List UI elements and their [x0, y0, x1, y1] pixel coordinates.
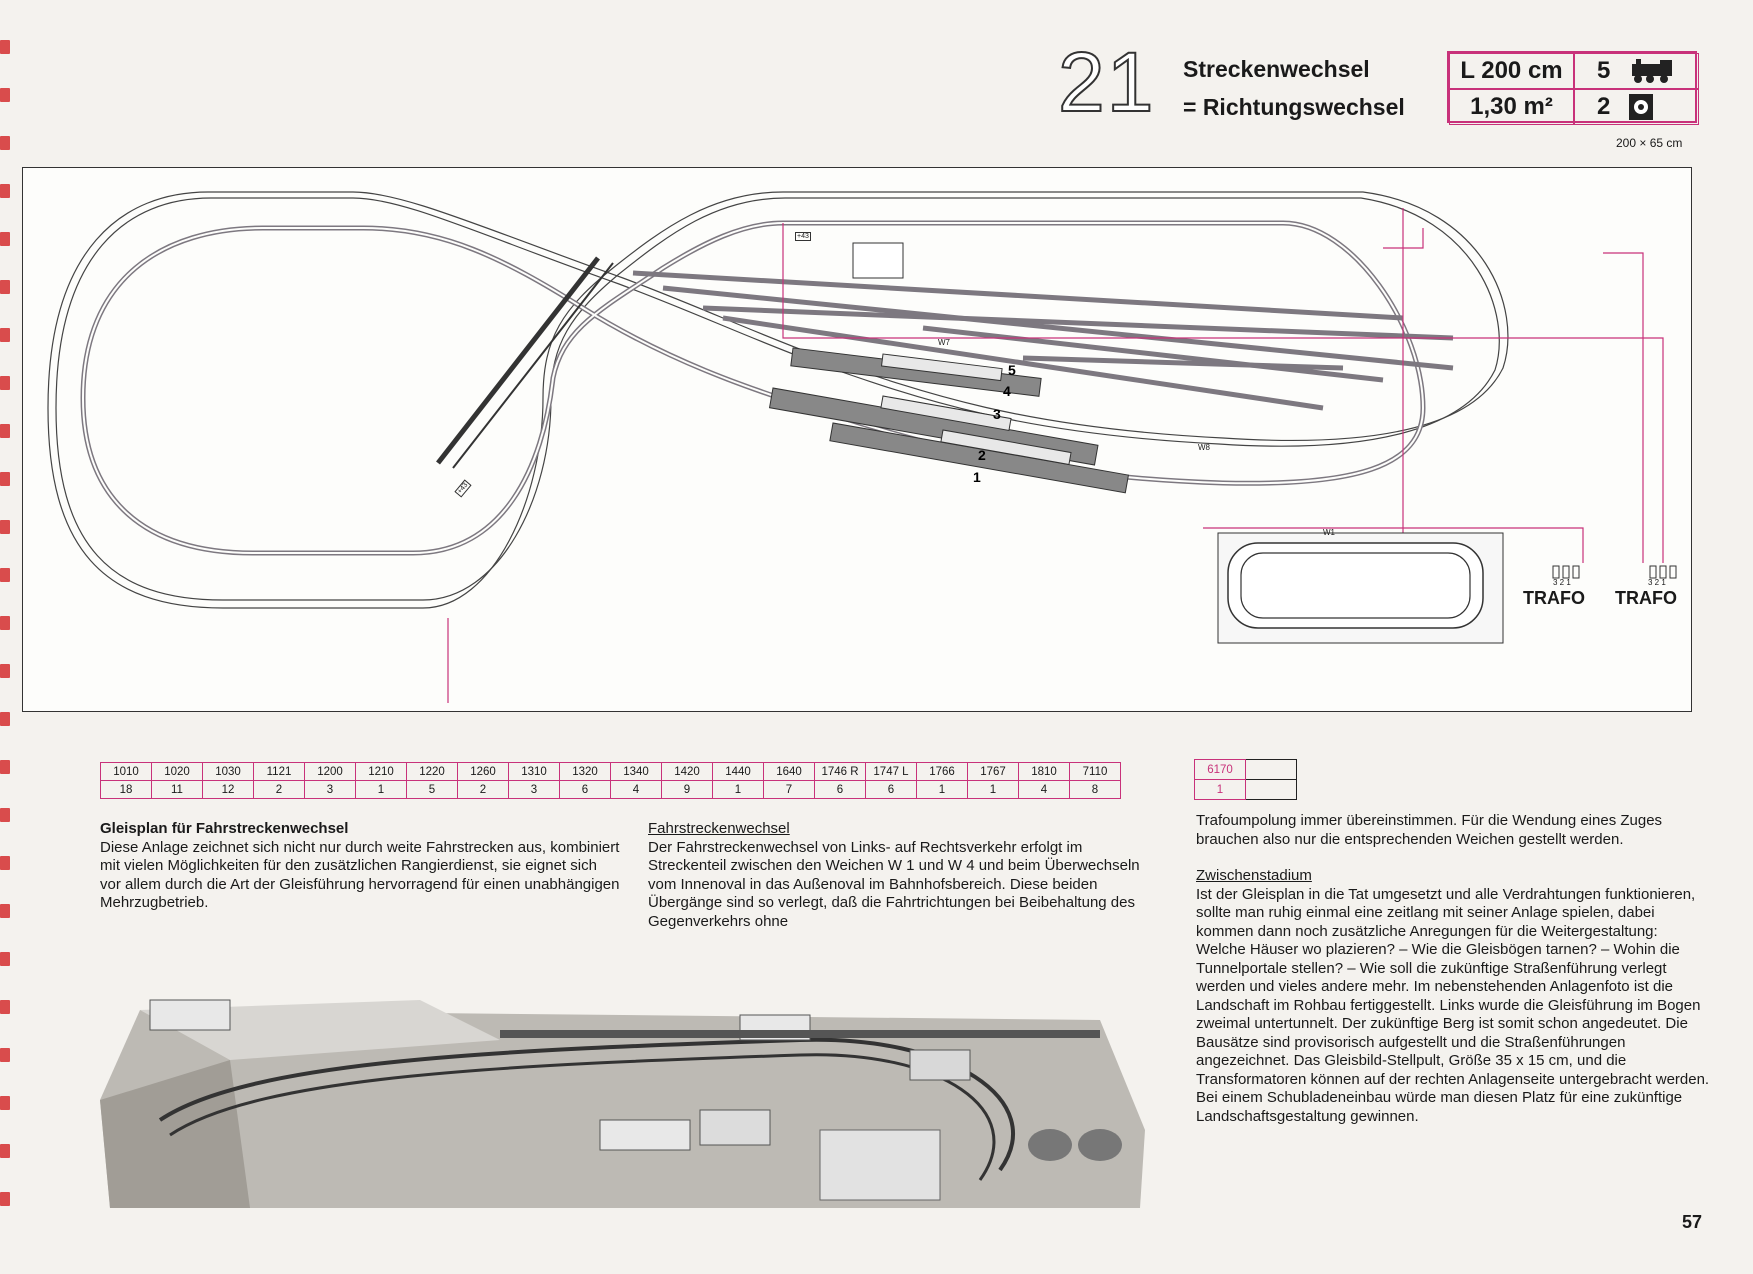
- count-cell: 7: [763, 780, 815, 799]
- trafo-label-2: TRAFO: [1615, 588, 1677, 608]
- svg-text:5: 5: [1008, 362, 1016, 378]
- transformer-icon: [1629, 94, 1654, 120]
- svg-text:4: 4: [1003, 383, 1011, 399]
- track-plan: .outer{fill:none;stroke:#444;stroke-widt…: [22, 167, 1692, 712]
- count-cell: 1: [712, 780, 764, 799]
- spec-transformers-count: 2: [1597, 93, 1611, 120]
- part-cell: 1766: [916, 762, 968, 781]
- parts-table: 1010 1020 1030 1121 1200 1210 1220 1260 …: [100, 762, 1121, 799]
- wire-numbers-2: 3 2 1: [1648, 578, 1666, 587]
- spec-transformers: 2: [1574, 89, 1699, 125]
- part-cell: 1020: [151, 762, 203, 781]
- count-cell: 18: [100, 780, 152, 799]
- col1-text: Diese Anlage zeichnet sich nicht nur dur…: [100, 838, 620, 912]
- part-cell: 1810: [1018, 762, 1070, 781]
- page-number: 57: [1682, 1212, 1703, 1232]
- part-cell: 1746 R: [814, 762, 866, 781]
- title-line-2: = Richtungswechsel: [1183, 94, 1405, 120]
- count-cell: 4: [610, 780, 662, 799]
- col2-text: Der Fahrstreckenwechsel von Links- auf R…: [648, 838, 1140, 930]
- part-cell: 1767: [967, 762, 1019, 781]
- col1-heading: Gleisplan für Fahrstreckenwechsel: [100, 820, 349, 837]
- count-cell: 1: [916, 780, 968, 799]
- switch-label-w8: W8: [1198, 443, 1210, 452]
- count-cell: 8: [1069, 780, 1121, 799]
- part-cell: 1340: [610, 762, 662, 781]
- trafo-label-1: TRAFO: [1523, 588, 1585, 608]
- svg-text:2: 2: [978, 447, 986, 463]
- svg-text:3: 3: [993, 406, 1001, 422]
- col3-heading: Zwischenstadium: [1196, 867, 1312, 884]
- col2-heading: Fahrstreckenwechsel: [648, 820, 790, 837]
- marker-1: +43: [795, 232, 811, 241]
- col3-text1: Trafoumpolung immer übereinstimmen. Für …: [1196, 812, 1663, 848]
- part-cell-empty: [1245, 759, 1297, 780]
- count-cell: 3: [508, 780, 560, 799]
- part-cell: 1220: [406, 762, 458, 781]
- count-cell: 9: [661, 780, 713, 799]
- count-cell: 2: [457, 780, 509, 799]
- count-cell: 11: [151, 780, 203, 799]
- part-cell: 1310: [508, 762, 560, 781]
- part-cell: 1640: [763, 762, 815, 781]
- wire-numbers-1: 3 2 1: [1553, 578, 1571, 587]
- parts-row-items: 1010 1020 1030 1121 1200 1210 1220 1260 …: [100, 762, 1121, 781]
- part-cell: 7110: [1069, 762, 1121, 781]
- count-cell: 2: [253, 780, 305, 799]
- part-cell: 1747 L: [865, 762, 917, 781]
- locomotive-icon: [1632, 59, 1673, 83]
- switch-label-w7: W7: [938, 338, 950, 347]
- text-column-1: Gleisplan für Fahrstreckenwechsel Diese …: [100, 820, 620, 913]
- spec-length: L 200 cm: [1449, 53, 1574, 89]
- part-cell: 1030: [202, 762, 254, 781]
- count-cell: 6: [814, 780, 866, 799]
- count-cell: 6: [559, 780, 611, 799]
- spec-locomotives-count: 5: [1597, 57, 1611, 84]
- layout-photo: [100, 980, 1145, 1208]
- part-cell: 1420: [661, 762, 713, 781]
- parts-table-2: 6170 1: [1194, 759, 1297, 800]
- count-cell: 1: [967, 780, 1019, 799]
- count-cell-empty: [1245, 779, 1297, 800]
- count-cell: 3: [304, 780, 356, 799]
- count-cell: 6: [865, 780, 917, 799]
- title-line-1: Streckenwechsel: [1183, 56, 1370, 82]
- part-cell: 1440: [712, 762, 764, 781]
- spec-area: 1,30 m²: [1449, 89, 1574, 125]
- count-cell: 1: [1194, 779, 1246, 800]
- spec-locomotives: 5: [1574, 53, 1699, 89]
- part-cell: 1200: [304, 762, 356, 781]
- text-column-3: Trafoumpolung immer übereinstimmen. Für …: [1196, 812, 1710, 1126]
- svg-text:1: 1: [973, 469, 981, 485]
- part-cell: 1121: [253, 762, 305, 781]
- binding-spine: [0, 0, 14, 1274]
- text-column-2: Fahrstreckenwechsel Der Fahrstreckenwech…: [648, 820, 1162, 931]
- parts-row-counts: 18 11 12 2 3 1 5 2 3 6 4 9 1 7 6 6 1 1 4…: [100, 780, 1121, 799]
- count-cell: 5: [406, 780, 458, 799]
- part-cell: 1320: [559, 762, 611, 781]
- dimensions-label: 200 × 65 cm: [1616, 136, 1683, 150]
- part-cell: 1210: [355, 762, 407, 781]
- part-cell: 6170: [1194, 759, 1246, 780]
- part-cell: 1010: [100, 762, 152, 781]
- track-plan-drawing: .outer{fill:none;stroke:#444;stroke-widt…: [47, 191, 1677, 703]
- count-cell: 4: [1018, 780, 1070, 799]
- count-cell: 12: [202, 780, 254, 799]
- part-cell: 1260: [457, 762, 509, 781]
- spec-box: L 200 cm 5 1,30 m² 2: [1447, 51, 1699, 125]
- col3-text2: Ist der Gleisplan in die Tat umgesetzt u…: [1196, 885, 1710, 1125]
- count-cell: 1: [355, 780, 407, 799]
- layout-number: 21: [1057, 35, 1156, 129]
- switch-label-w1: W1: [1323, 528, 1335, 537]
